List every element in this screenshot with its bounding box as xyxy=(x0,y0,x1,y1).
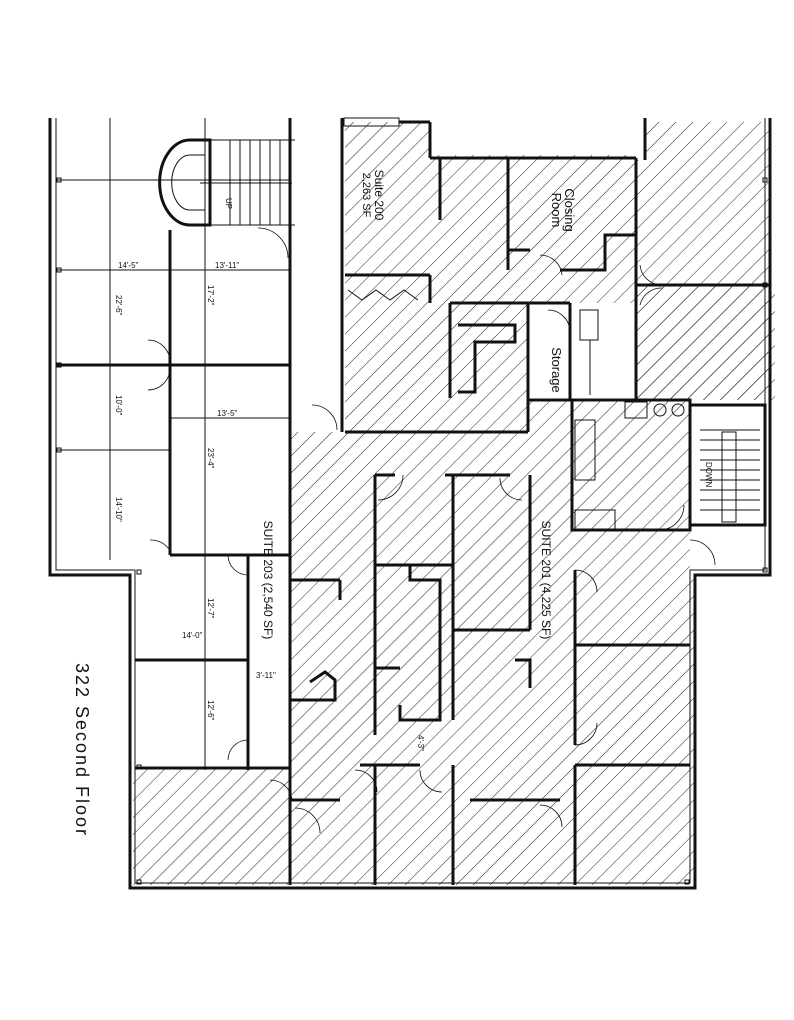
suite-203-walls xyxy=(56,118,292,885)
dim-10-0: 10'-0" xyxy=(114,395,123,416)
suite-200-area: 2,263 SF xyxy=(360,173,372,218)
suite-201-hatch xyxy=(290,400,695,885)
exterior-walls xyxy=(48,117,772,890)
suite-203-label: SUITE 203 (2,540 SF) xyxy=(261,521,275,640)
dim-13-5: 13'-5" xyxy=(217,409,238,418)
storage-label: Storage xyxy=(549,347,564,393)
dim-4-3: 4'-3" xyxy=(416,735,425,751)
dim-13-11: 13'-11" xyxy=(215,261,239,270)
closing-room-line1: Closing xyxy=(562,188,577,231)
dim-17-2: 17'-2" xyxy=(206,285,215,306)
dim-14-10: 14'-10" xyxy=(114,497,123,522)
dim-14-5: 14'-5" xyxy=(118,261,139,270)
dim-23-4: 23'-4" xyxy=(206,448,215,469)
stair-up-label: UP xyxy=(224,198,233,209)
floor-title: 322 Second Floor xyxy=(72,663,92,837)
east-staircase xyxy=(688,403,767,527)
dim-3-11: 3'-11" xyxy=(256,671,276,680)
suite-201-label: SUITE 201 (4,225 SF) xyxy=(539,521,553,640)
dim-22-6: 22'-6" xyxy=(114,295,123,316)
dim-14-0: 14'-0" xyxy=(182,631,203,640)
kitchen-block xyxy=(570,398,692,532)
curved-staircase xyxy=(158,138,295,227)
suite-200-name: Suite 200 xyxy=(372,170,386,221)
suite-201-walls xyxy=(290,473,690,885)
closing-room-line2: Room xyxy=(549,193,564,228)
stair-down-label: DOWN xyxy=(704,462,713,488)
dim-12-6: 12'-6" xyxy=(206,700,215,721)
closing-room-label: Closing Room xyxy=(549,188,577,231)
suite-200-label: Suite 200 2,263 SF xyxy=(360,170,386,221)
column-markers xyxy=(56,177,768,885)
dim-12-7: 12'-7" xyxy=(206,598,215,619)
suite-203-south-hatch xyxy=(133,768,290,885)
door-swings xyxy=(147,227,716,834)
east-wing-hatch xyxy=(636,122,770,400)
dimension-labels: 14'-5" 13'-11" 22'-6" 17'-2" 10'-0" 13'-… xyxy=(114,261,425,751)
